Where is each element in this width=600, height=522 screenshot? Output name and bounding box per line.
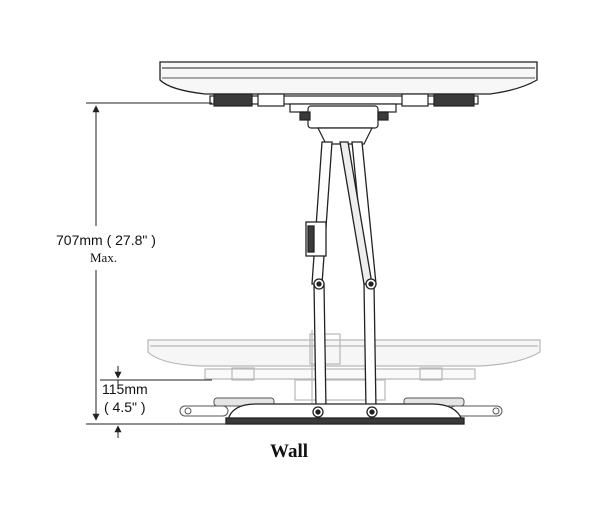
max-suffix-label: Max. <box>90 250 118 265</box>
min-extension-mm-label: 115mm <box>102 381 148 397</box>
max-extension-label: 707mm ( 27.8" ) <box>56 232 156 248</box>
articulating-arms <box>305 141 377 411</box>
tv-screen <box>159 61 538 95</box>
tv-mounting-bracket <box>209 93 479 145</box>
min-dimension-line <box>86 366 230 438</box>
wall-plate <box>225 403 465 425</box>
max-dimension-line <box>86 102 212 421</box>
collapsed-tv-ghost <box>147 330 541 404</box>
wall-label: Wall <box>270 441 309 462</box>
min-extension-in-label: ( 4.5" ) <box>104 399 146 415</box>
